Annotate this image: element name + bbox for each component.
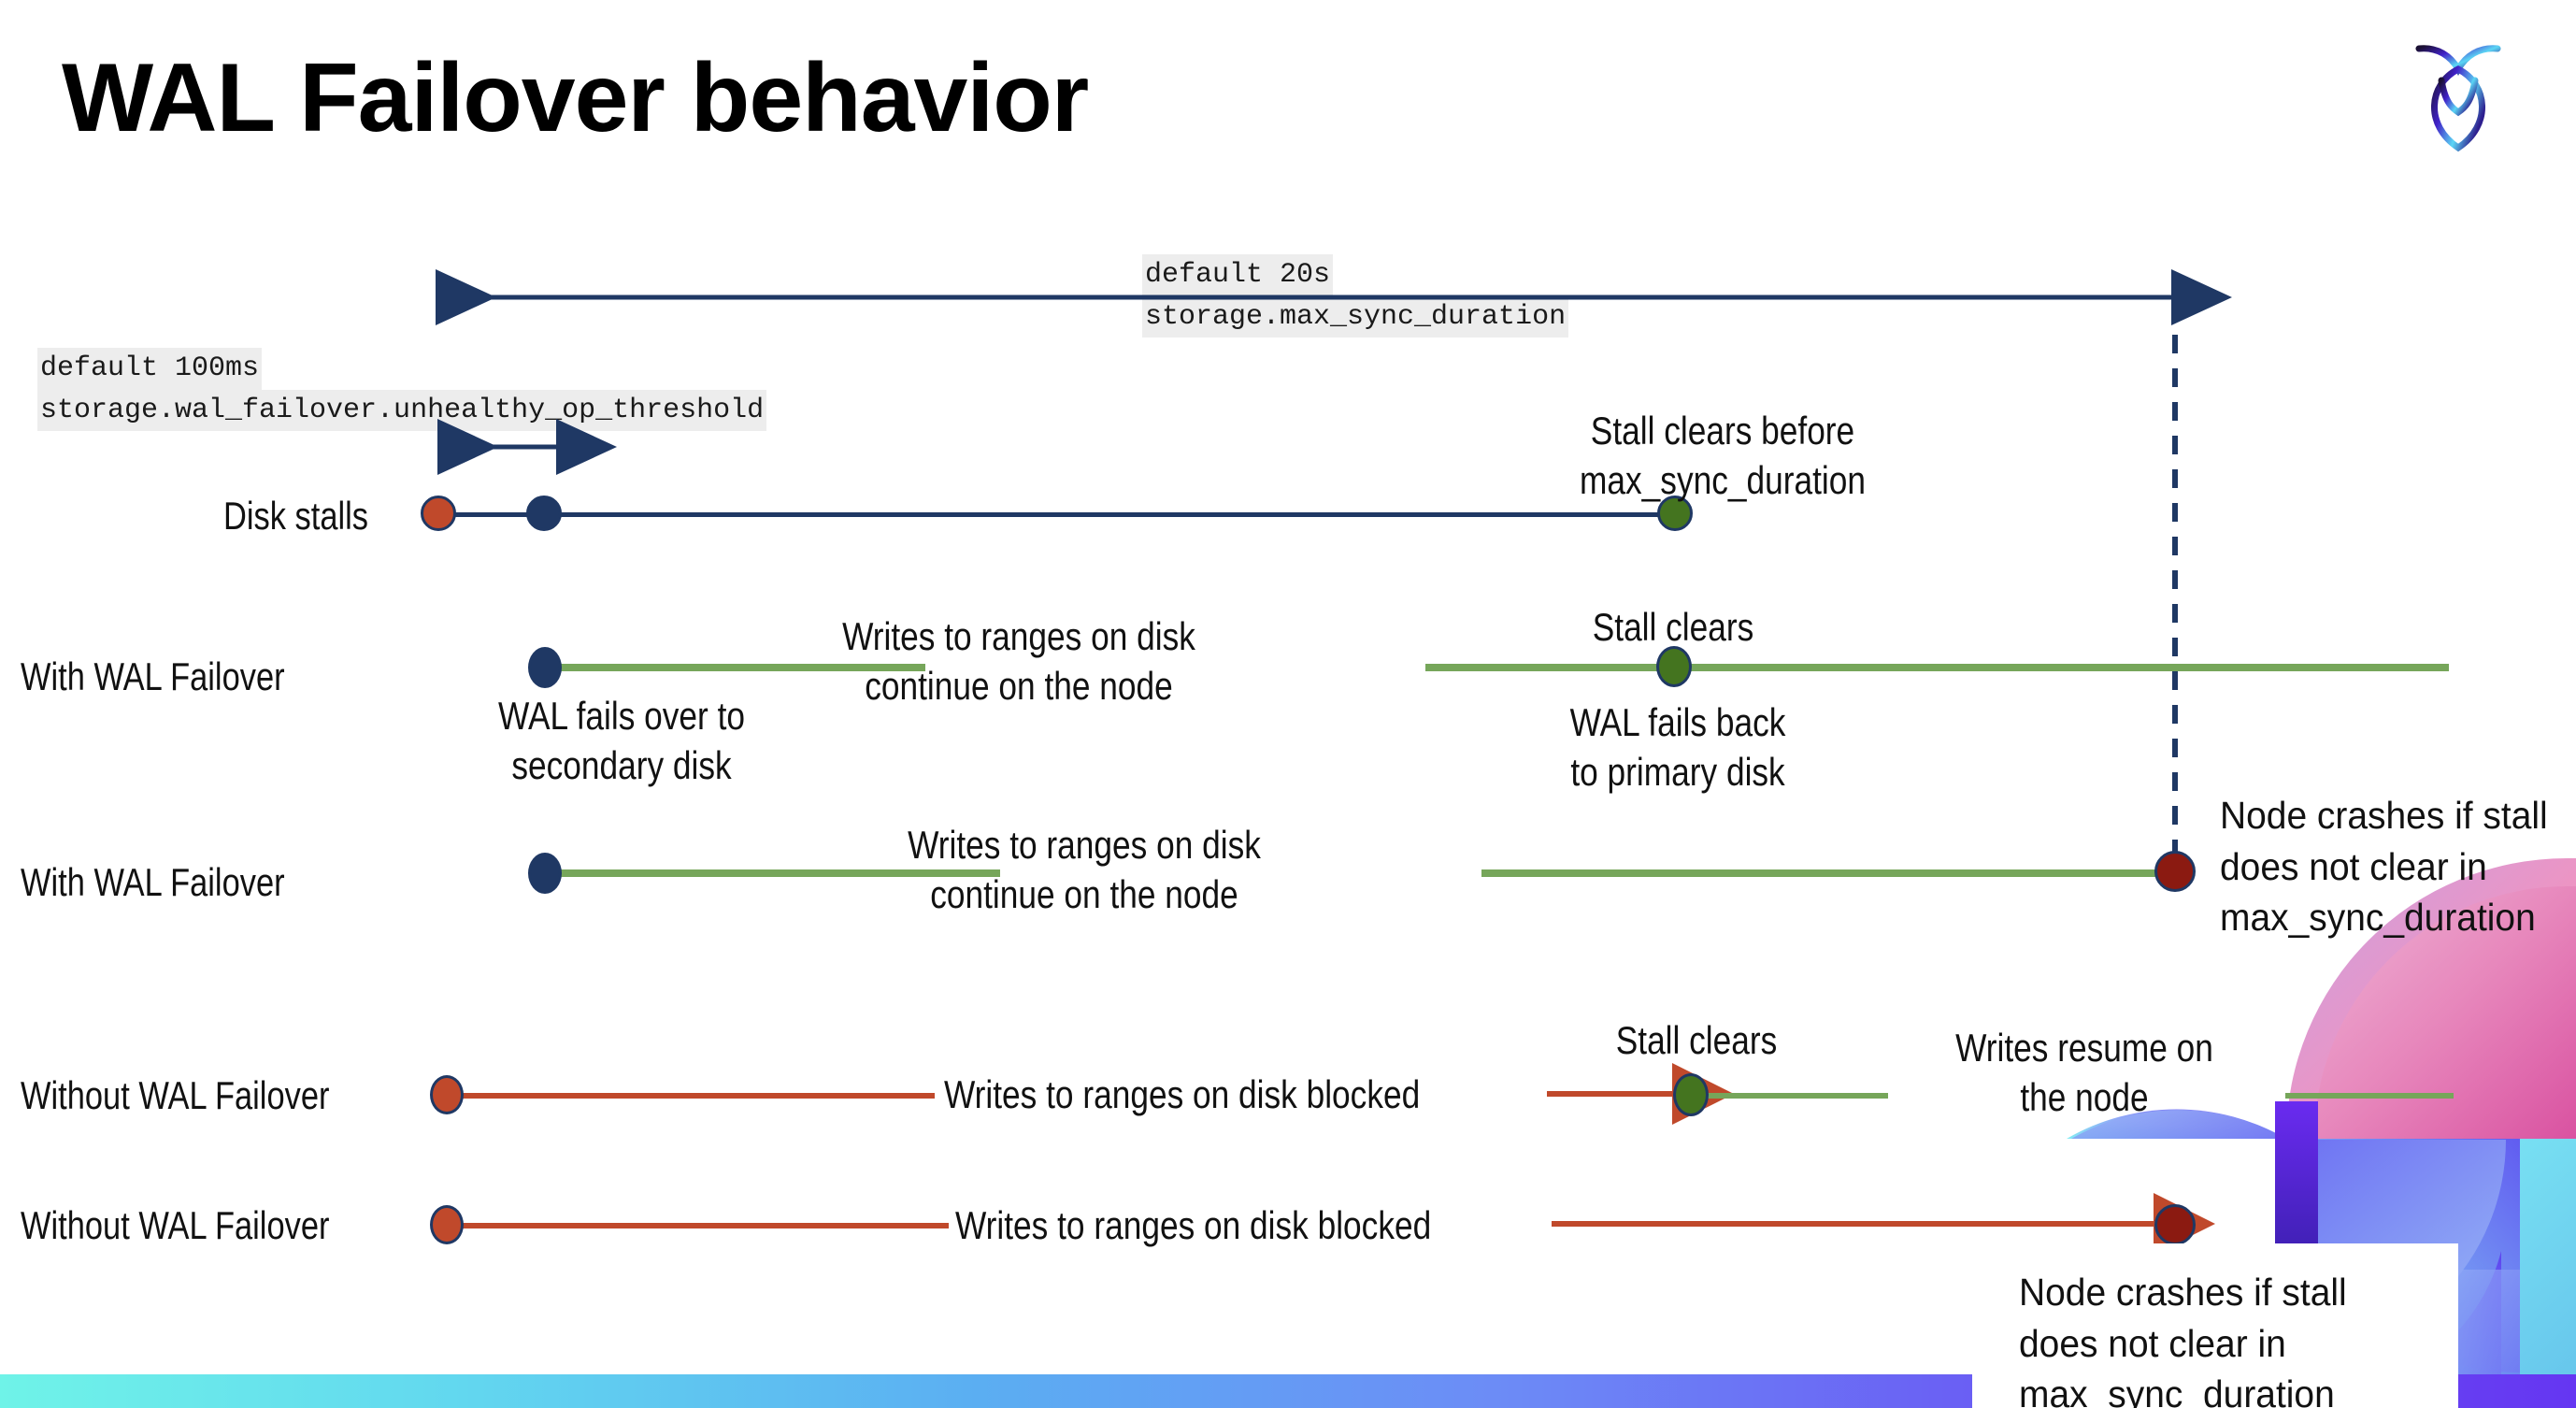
max-sync-setting-name: storage.max_sync_duration [1142,295,1569,338]
row-label-disk-stalls: Disk stalls [223,494,369,538]
node-crash-callout-box [1972,1243,2458,1408]
annotation-writes-blocked-row4: Writes to ranges on disk blocked [944,1072,1421,1116]
annotation-writes-continue-row3: Writes to ranges on disk continue on the… [908,823,1261,916]
failover-segment-a-row3 [551,869,1000,877]
annotation-node-crashes-row5: Node crashes if stall does not clear in … [2019,1271,2347,1408]
unhealthy-default-label: default 100ms [37,348,263,390]
stall-clears-dot-row1 [1657,496,1693,531]
stall-clears-dot-row4 [1673,1073,1709,1116]
node-crash-dot-row3 [2154,851,2196,892]
row-label-without-wal-failover-1: Without WAL Failover [21,1073,330,1117]
failover-segment-a-row2 [551,664,925,671]
unhealthy-setting-name: storage.wal_failover.unhealthy_op_thresh… [37,389,767,432]
annotation-stall-clears-row4: Stall clears [1615,1018,1778,1062]
resume-segment-b-row4 [2285,1093,2454,1099]
annotation-writes-resume-row4: Writes resume on the node [1955,1026,2213,1119]
node-crash-dot-row5 [2154,1204,2196,1245]
annotation-stall-clears-row2: Stall clears [1592,605,1754,649]
max-sync-default-label: default 20s [1142,254,1334,296]
annotation-node-crashes-row3: Node crashes if stall does not clear in … [2220,794,2548,940]
cockroachdb-logo-icon [2383,22,2533,163]
annotation-writes-continue-row2: Writes to ranges on disk continue on the… [842,614,1195,708]
unhealthy-threshold-setting-chip: default 100ms storage.wal_failover.unhea… [37,348,767,432]
stall-clears-dot-row2 [1656,646,1692,687]
wal-failover-trigger-dot [526,496,562,531]
blocked-segment-row4 [458,1093,935,1099]
annotation-wal-fails-back: WAL fails back to primary disk [1569,700,1786,794]
max-sync-duration-setting-chip: default 20s storage.max_sync_duration [1142,254,1569,338]
annotation-writes-blocked-row5: Writes to ranges on disk blocked [955,1203,1432,1247]
row-label-without-wal-failover-2: Without WAL Failover [21,1203,330,1247]
disk-stall-dot-row5 [430,1205,464,1244]
wal-failover-dot-row2 [528,647,562,688]
disk-stall-dot-row4 [430,1075,464,1114]
resume-segment-a-row4 [1692,1093,1888,1099]
disk-stall-start-dot [421,496,456,531]
annotation-wal-fails-over: WAL fails over to secondary disk [497,694,746,787]
failover-segment-b-row2 [1425,664,2449,671]
blocked-segment-row5 [458,1223,949,1228]
failover-segment-b-row3 [1481,869,2178,877]
annotation-stall-clears-before-max-sync: Stall clears before max_sync_duration [1580,409,1866,502]
row-label-with-wal-failover-1: With WAL Failover [21,654,285,698]
disk-stall-line [439,512,1673,517]
wal-failover-dot-row3 [528,853,562,894]
row-label-with-wal-failover-2: With WAL Failover [21,860,285,904]
page-title: WAL Failover behavior [62,44,1089,152]
